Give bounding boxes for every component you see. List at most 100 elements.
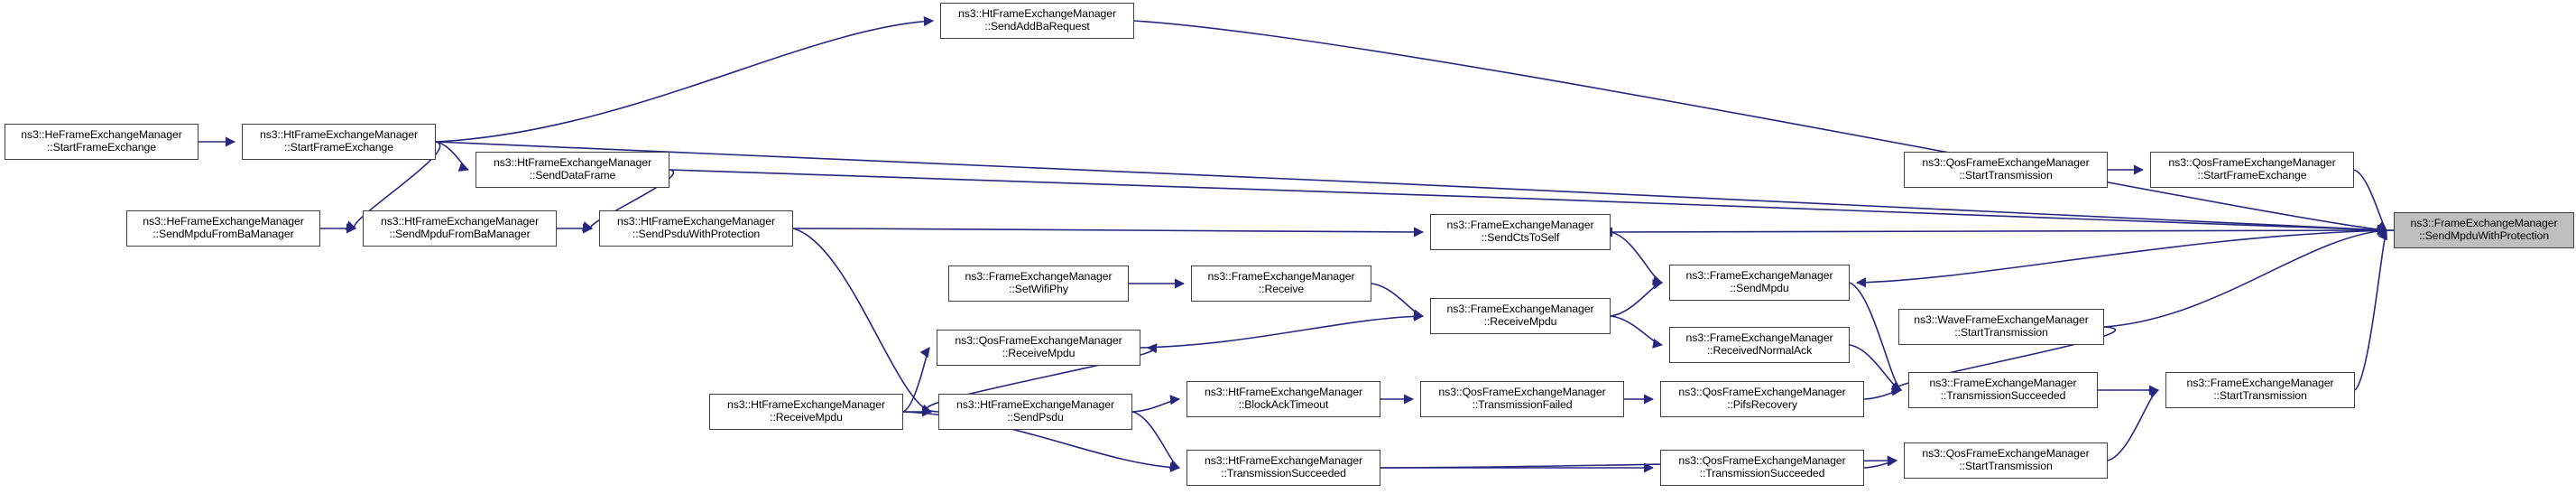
graph-node-qos_transmission_succeeded[interactable]: ns3::QosFrameExchangeManager::Transmissi… (1660, 450, 1864, 486)
node-label-class: ns3::QosFrameExchangeManager (2168, 156, 2336, 170)
node-label-method: ::TransmissionSucceeded (1221, 467, 1346, 480)
graph-node-qos_start_frame_exchange[interactable]: ns3::QosFrameExchangeManager::StartFrame… (2150, 152, 2354, 188)
node-label-method: ::StartTransmission (1959, 460, 2053, 472)
node-label-method: ::Receive (1258, 283, 1305, 295)
node-label-method: ::StartFrameExchange (46, 141, 157, 154)
node-label-method: ::TransmissionSucceeded (1699, 467, 1825, 480)
node-label-method: ::SendCtsToSelf (1481, 231, 1560, 244)
graph-node-fem_set_wifi_phy[interactable]: ns3::FrameExchangeManager::SetWifiPhy (948, 265, 1129, 302)
graph-node-qos_start_transmission_bottom[interactable]: ns3::QosFrameExchangeManager::StartTrans… (1904, 442, 2108, 479)
node-label-class: ns3::FrameExchangeManager (1685, 331, 1833, 345)
node-label-class: ns3::FrameExchangeManager (2186, 377, 2334, 390)
node-label-method: ::SendDataFrame (529, 169, 616, 182)
node-label-class: ns3::FrameExchangeManager (1685, 269, 1833, 283)
graph-node-fem_received_normal_ack[interactable]: ns3::FrameExchangeManager::ReceivedNorma… (1669, 327, 1850, 363)
graph-node-fem_send_cts_to_self[interactable]: ns3::FrameExchangeManager::SendCtsToSelf (1430, 214, 1611, 250)
node-label-class: ns3::QosFrameExchangeManager (1922, 447, 2090, 461)
node-label-class: ns3::FrameExchangeManager (965, 270, 1113, 284)
graph-node-fem_transmission_succeeded[interactable]: ns3::FrameExchangeManager::TransmissionS… (1908, 372, 2098, 408)
node-label-class: ns3::HtFrameExchangeManager (380, 215, 539, 228)
edge-fem_send_mpdu-to-fem_transmission_succeeded (1849, 282, 1902, 391)
node-label-class: ns3::QosFrameExchangeManager (1678, 386, 1846, 399)
edge-ht_start_frame_exchange-to-ht_send_data_frame (435, 141, 470, 172)
node-label-class: ns3::QosFrameExchangeManager (955, 334, 1122, 348)
node-label-method: ::StartFrameExchange (283, 141, 394, 154)
node-label-class: ns3::QosFrameExchangeManager (1678, 454, 1846, 468)
graph-node-fem_start_transmission[interactable]: ns3::FrameExchangeManager::StartTransmis… (2165, 372, 2355, 408)
node-label-method: ::SetWifiPhy (1009, 283, 1068, 295)
edge-fem_receive_mpdu-to-fem_received_normal_ack (1610, 315, 1664, 349)
edge-fem_send_mpdu_with_protection-to-fem_send_mpdu (1855, 229, 2395, 288)
node-label-class: ns3::FrameExchangeManager (1929, 377, 2077, 390)
graph-node-qos_start_transmission_top[interactable]: ns3::QosFrameExchangeManager::StartTrans… (1904, 152, 2108, 188)
node-label-method: ::ReceiveMpdu (1002, 347, 1076, 359)
node-label-method: ::ReceiveMpdu (1483, 315, 1557, 328)
node-label-class: ns3::QosFrameExchangeManager (1438, 386, 1606, 399)
edge-ht_start_frame_exchange-to-ht_send_add_ba_request (435, 15, 935, 143)
graph-node-ht_transmission_succeeded[interactable]: ns3::HtFrameExchangeManager::Transmissio… (1186, 450, 1380, 486)
edge-qos_start_frame_exchange-to-fem_send_mpdu_with_protection (2353, 169, 2387, 231)
graph-node-ht_send_psdu[interactable]: ns3::HtFrameExchangeManager::SendPsdu (938, 394, 1132, 430)
graph-node-fem_send_mpdu[interactable]: ns3::FrameExchangeManager::SendMpdu (1669, 265, 1850, 301)
graph-node-ht_send_data_frame[interactable]: ns3::HtFrameExchangeManager::SendDataFra… (475, 152, 669, 188)
node-label-method: ::StartTransmission (2213, 389, 2307, 402)
graph-node-ht_receive_mpdu[interactable]: ns3::HtFrameExchangeManager::ReceiveMpdu (709, 394, 903, 430)
node-label-method: ::StartTransmission (1954, 326, 2048, 339)
node-label-method: ::ReceiveMpdu (770, 411, 843, 424)
graph-node-ht_send_mpdu_from_ba_manager[interactable]: ns3::HtFrameExchangeManager::SendMpduFro… (363, 210, 557, 247)
node-label-class: ns3::HtFrameExchangeManager (1204, 454, 1362, 468)
node-label-class: ns3::HtFrameExchangeManager (493, 156, 651, 170)
edge-ht_send_add_ba_request-to-fem_send_mpdu_with_protection (1133, 20, 2388, 235)
node-label-class: ns3::HtFrameExchangeManager (616, 215, 775, 228)
node-label-method: ::SendPsdu (1007, 411, 1064, 424)
node-label-method: ::TransmissionFailed (1472, 398, 1573, 411)
node-label-class: ns3::HtFrameExchangeManager (259, 128, 418, 142)
edge-fem_send_cts_to_self-to-fem_send_mpdu (1610, 231, 1664, 285)
edge-ht_send_psdu-to-ht_transmission_succeeded (1131, 411, 1181, 470)
node-label-class: ns3::FrameExchangeManager (2410, 217, 2558, 230)
graph-node-ht_block_ack_timeout[interactable]: ns3::HtFrameExchangeManager::BlockAckTim… (1186, 381, 1380, 417)
edge-ht_send_psdu-to-ht_block_ack_timeout (1131, 395, 1181, 413)
node-label-method: ::StartTransmission (1959, 169, 2053, 182)
graph-node-qos_receive_mpdu[interactable]: ns3::QosFrameExchangeManager::ReceiveMpd… (937, 330, 1140, 366)
edge-fem_start_transmission-to-fem_send_mpdu_with_protection (2354, 228, 2387, 391)
node-label-method: ::SendMpduFromBaManager (152, 228, 294, 240)
node-label-method: ::PifsRecovery (1727, 398, 1797, 411)
node-label-method: ::ReceivedNormalAck (1706, 344, 1813, 357)
node-label-class: ns3::FrameExchangeManager (1207, 270, 1355, 284)
node-label-class: ns3::FrameExchangeManager (1446, 219, 1594, 232)
graph-node-fem_receive_mpdu[interactable]: ns3::FrameExchangeManager::ReceiveMpdu (1430, 298, 1611, 334)
graph-node-ht_start_frame_exchange[interactable]: ns3::HtFrameExchangeManager::StartFrameE… (242, 124, 436, 160)
graph-node-qos_transmission_failed[interactable]: ns3::QosFrameExchangeManager::Transmissi… (1420, 381, 1624, 417)
edge-qos_pifs_recovery-to-fem_transmission_succeeded (1863, 386, 1903, 400)
node-label-method: ::SendMpduFromBaManager (389, 228, 531, 240)
node-label-class: ns3::HtFrameExchangeManager (726, 398, 885, 412)
graph-node-he_start_frame_exchange[interactable]: ns3::HeFrameExchangeManager::StartFrameE… (5, 124, 199, 160)
node-label-class: ns3::HeFrameExchangeManager (143, 215, 304, 228)
edge-wave_start_transmission-to-fem_send_mpdu_with_protection (2103, 226, 2388, 328)
graph-node-he_send_mpdu_from_ba_manager[interactable]: ns3::HeFrameExchangeManager::SendMpduFro… (126, 210, 320, 247)
edge-ht_send_psdu_with_protection-to-ht_send_psdu (792, 228, 933, 415)
edge-fem_send_mpdu_with_protection-to-fem_send_cts_to_self (1602, 227, 2395, 238)
graph-node-fem_receive[interactable]: ns3::FrameExchangeManager::Receive (1191, 265, 1371, 302)
node-label-method: ::SendPsduWithProtection (632, 228, 761, 240)
edge-ht_receive_mpdu-to-qos_receive_mpdu (902, 347, 930, 413)
graph-node-ht_send_psdu_with_protection[interactable]: ns3::HtFrameExchangeManager::SendPsduWit… (599, 210, 793, 247)
node-label-class: ns3::HtFrameExchangeManager (1204, 386, 1362, 399)
edge-qos_receive_mpdu-to-fem_receive_mpdu (1140, 311, 1425, 349)
node-label-class: ns3::WaveFrameExchangeManager (1914, 313, 2089, 327)
node-label-method: ::BlockAckTimeout (1238, 398, 1329, 411)
node-label-method: ::StartFrameExchange (2197, 169, 2307, 182)
node-label-class: ns3::HeFrameExchangeManager (21, 128, 182, 142)
node-label-class: ns3::QosFrameExchangeManager (1922, 156, 2090, 170)
node-label-class: ns3::HtFrameExchangeManager (957, 7, 1116, 21)
edge-ht_send_psdu_with_protection-to-fem_send_cts_to_self (792, 227, 1425, 238)
node-label-class: ns3::FrameExchangeManager (1446, 303, 1594, 316)
graph-node-fem_send_mpdu_with_protection[interactable]: ns3::FrameExchangeManager::SendMpduWithP… (2394, 212, 2574, 248)
node-label-method: ::SendMpdu (1730, 282, 1789, 294)
graph-node-wave_start_transmission[interactable]: ns3::WaveFrameExchangeManager::StartTran… (1898, 309, 2104, 345)
graph-node-ht_send_add_ba_request[interactable]: ns3::HtFrameExchangeManager::SendAddBaRe… (940, 3, 1134, 39)
graph-node-qos_pifs_recovery[interactable]: ns3::QosFrameExchangeManager::PifsRecove… (1660, 381, 1864, 417)
